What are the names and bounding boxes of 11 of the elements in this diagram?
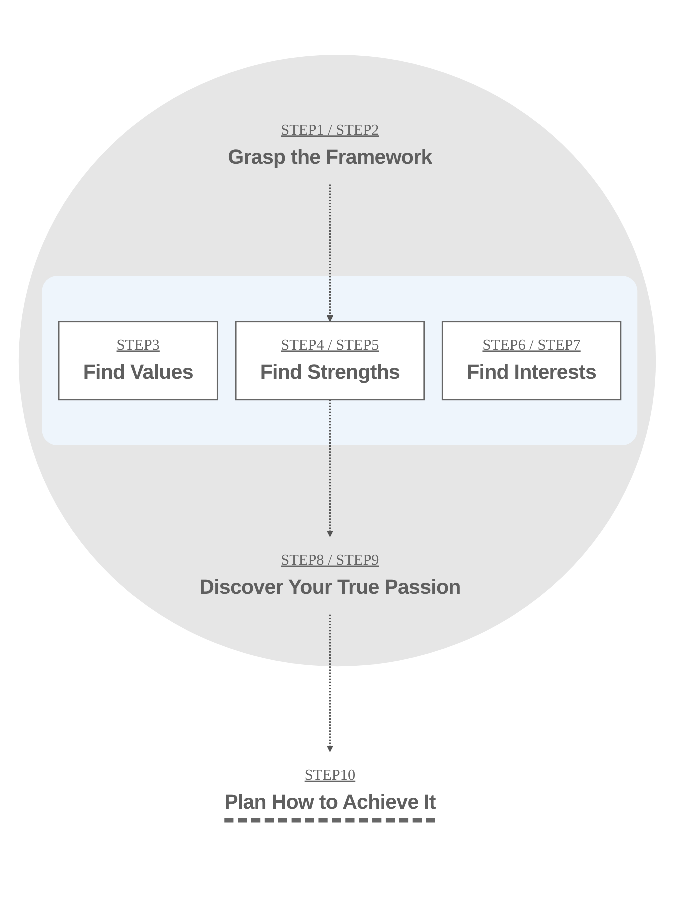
cluster: [18, 54, 656, 666]
node-box: STEP3 Find Values: [58, 320, 218, 400]
arrow: [326, 184, 334, 322]
node-box: STEP4 / STEP5 Find Strengths: [235, 320, 426, 400]
node-text: STEP8 / STEP9 Discover Your True Passion: [200, 552, 461, 598]
cluster: [42, 276, 638, 446]
node-box: STEP6 / STEP7 Find Interests: [442, 320, 622, 400]
node-text: STEP10 Plan How to Achieve It: [224, 767, 436, 814]
node-text: STEP1 / STEP2 Grasp the Framework: [228, 122, 432, 168]
arrow: [326, 614, 334, 752]
arrow: [326, 400, 334, 538]
